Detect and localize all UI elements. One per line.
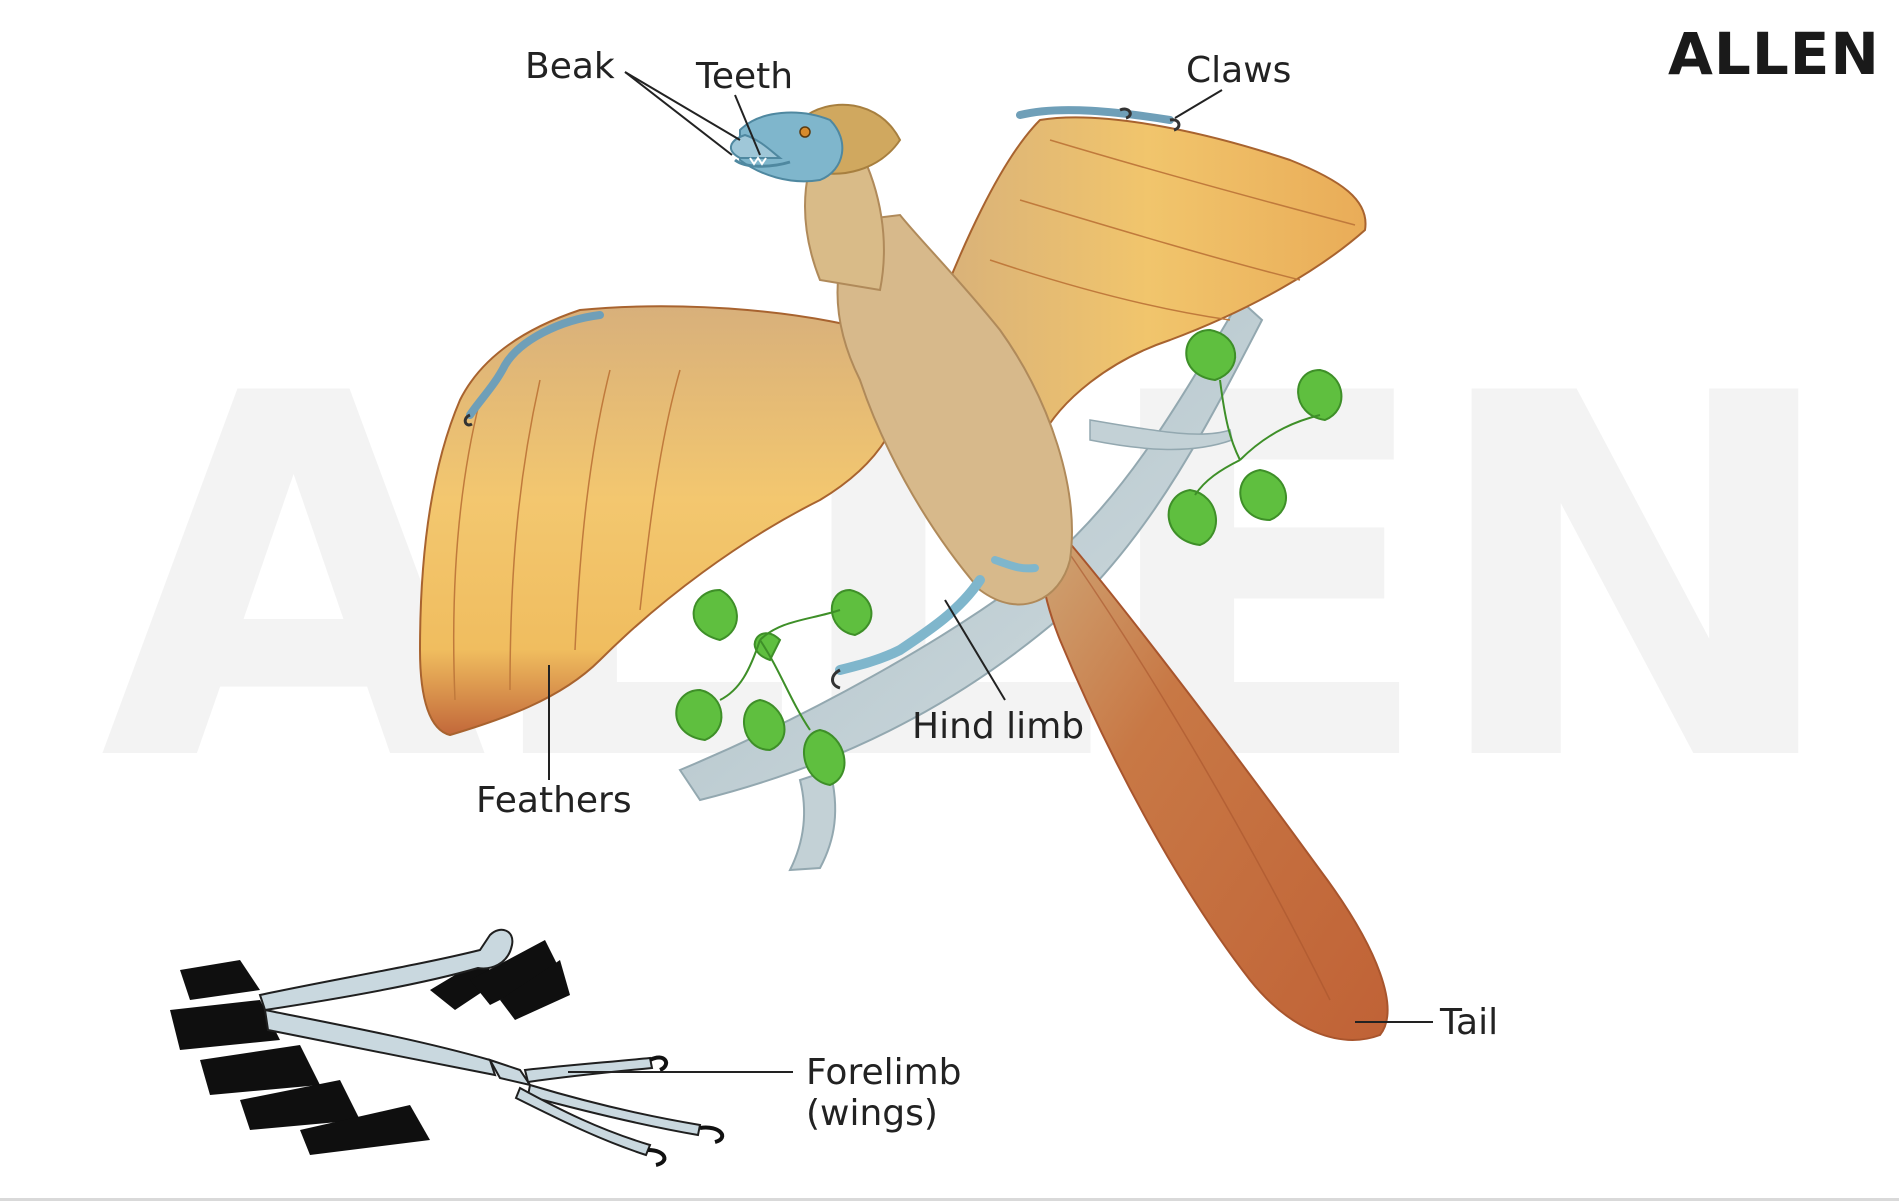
label-claws: Claws [1186,50,1292,91]
right-wing [928,106,1367,442]
bottom-divider [0,1198,1899,1201]
tail [1040,518,1389,1041]
leader-hind-limb [944,599,1006,701]
label-forelimb: Forelimb (wings) [806,1052,962,1135]
leader-claws [1174,89,1223,119]
leader-lines [548,71,1433,1073]
leader-beak-2 [624,71,733,156]
forelimb-skeleton [170,928,725,1167]
label-forelimb-line2: (wings) [806,1093,938,1135]
skeleton-bones [258,928,702,1157]
ginkgo-leaves-right [1167,328,1343,547]
ginkgo-leaves-left [675,588,873,787]
label-hind-limb: Hind limb [912,706,1085,747]
branch [678,298,1264,872]
leader-beak-1 [624,71,741,141]
label-feathers: Feathers [476,780,632,821]
left-wing [418,305,906,737]
label-beak: Beak [525,46,615,87]
brand-logo: ALLEN [1668,20,1880,88]
skeleton-feather-silhouettes [170,940,570,1155]
label-teeth: Teeth [696,56,794,97]
leader-teeth [734,94,761,156]
label-tail: Tail [1440,1002,1499,1043]
label-forelimb-line1: Forelimb [806,1052,962,1093]
hind-limb [831,556,1039,690]
